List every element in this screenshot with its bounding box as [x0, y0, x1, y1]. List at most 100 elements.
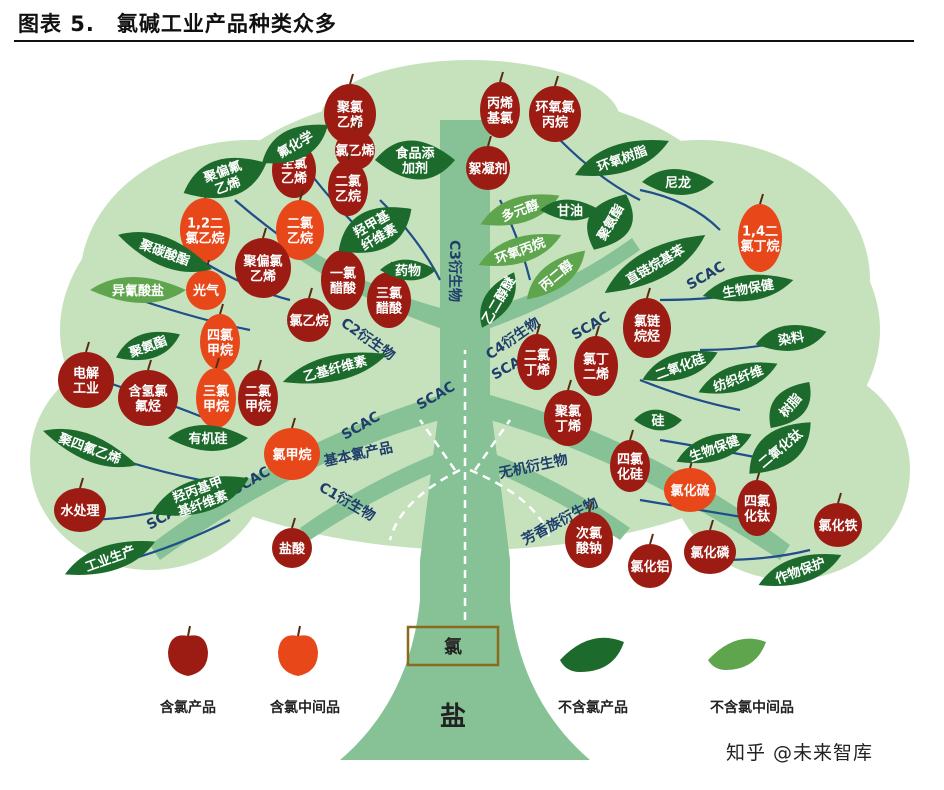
apple-stem [554, 75, 559, 87]
node-label: 氯丁二烯 [583, 352, 609, 383]
node-label: 氯乙烷 [289, 313, 328, 329]
node-label: 二氯乙烷 [335, 174, 361, 205]
apple-node: 氯链烷烃 [623, 287, 671, 358]
apple-stem [299, 189, 304, 201]
leaf-shape [375, 140, 455, 180]
leaf-shape [64, 541, 156, 575]
apple-node: 1,4二氯丁烷 [738, 193, 782, 272]
apple-node: 四氯化硅 [610, 429, 650, 492]
apple-shape [480, 82, 520, 138]
node-label: 尼龙 [665, 175, 691, 191]
apple-shape [264, 428, 320, 480]
leaf-shape [282, 352, 388, 384]
apple-stem [291, 517, 296, 529]
leaf-shape [676, 432, 752, 464]
apple-shape [529, 86, 581, 142]
node-label: 1,2二氯乙烷 [185, 217, 224, 247]
apple-node: 三氯甲烷 [196, 357, 236, 428]
apple-shape [544, 390, 592, 446]
node-label: 氯链烷烃 [634, 314, 661, 345]
leaf-node: 染料 [755, 325, 827, 351]
leaf-shape [168, 425, 248, 451]
apple-shape [272, 528, 312, 568]
apple-stem [291, 417, 296, 429]
leaf-node: 甘油 [540, 199, 600, 221]
leaf-shape [604, 235, 706, 293]
leaf-node: 工业生产 [64, 541, 156, 575]
apple-stem [79, 477, 84, 489]
apple-node: 二氯乙烷 [328, 149, 368, 216]
node-label: 食品添加剂 [395, 146, 435, 177]
apple-node: 光气 [186, 259, 226, 310]
apple-shape [684, 530, 736, 574]
legend: 含氯产品 含氯中间品 不含氯产品 不含氯中间品 [160, 625, 794, 716]
node-label: 羟甲基纤维素 [351, 207, 401, 254]
apple-stem [837, 492, 842, 504]
apple-node: 三氯醋酸 [367, 261, 411, 328]
apple-shape [186, 270, 226, 310]
node-label: 氯化铁 [818, 518, 857, 534]
apple-node: 二氯乙烷 [276, 189, 324, 260]
apple-node: 氯乙烷 [287, 287, 331, 342]
apple-node: 氯丁二烯 [574, 325, 618, 396]
apple-shape [367, 272, 411, 328]
node-label: 盐酸 [279, 541, 306, 557]
apple-node: 聚氯丁烯 [544, 379, 592, 446]
apple-node: 盐酸 [272, 517, 312, 568]
apple-stem [85, 341, 90, 353]
figure-title: 图表 5. 氯碱工业产品种类众多 [18, 12, 337, 36]
leaf-shape [758, 554, 842, 586]
apple-shape [276, 200, 324, 260]
leaf-shape [183, 157, 267, 199]
leaf-shape [151, 476, 249, 516]
legend-apple-bright-icon [278, 625, 318, 676]
apple-shape [321, 250, 365, 310]
apple-node: 二氯丁烯 [517, 323, 557, 390]
apple-stem [349, 73, 354, 85]
node-label: 水处理 [60, 503, 99, 519]
legend-apple-dark-icon [168, 625, 208, 676]
node-label: 异氰酸盐 [112, 283, 164, 299]
legend-leaf-light-icon [708, 638, 766, 670]
apple-shape [238, 370, 278, 426]
node-label: 环氧氯丙烷 [535, 100, 574, 131]
legend-label-chlorine-intermediate: 含氯中间品 [270, 699, 340, 716]
branch-label-c3: C3衍生物 [446, 240, 463, 302]
leaf-shape [698, 362, 778, 394]
apple-stem [487, 135, 492, 147]
apple-stem [215, 357, 220, 369]
leaf-shape [634, 409, 682, 431]
node-label: 丙烯基氯 [486, 96, 513, 127]
root-label-salt: 盐 [440, 702, 466, 732]
figure-title-bar: 图表 5. 氯碱工业产品种类众多 [14, 6, 914, 42]
leaf-node: 有机硅 [168, 425, 248, 451]
leaf-node: 生物保健 [702, 274, 794, 302]
apple-node: 氯化磷 [684, 519, 736, 574]
watermark: 知乎 @未来智库 [726, 742, 874, 764]
leaf-node: 异氰酸盐 [90, 277, 186, 303]
apple-shape [628, 544, 672, 588]
apple-shape [58, 352, 114, 408]
node-label: 氯化硫 [670, 483, 709, 499]
apple-node: 二氯甲烷 [238, 359, 278, 426]
apple-stem [262, 227, 267, 239]
apple-shape [54, 488, 106, 532]
leaf-shape [338, 207, 412, 253]
apple-stem [308, 287, 313, 299]
apple-shape [328, 160, 368, 216]
node-label: 硅 [651, 413, 664, 429]
node-label: 聚氯丁烯 [554, 404, 581, 435]
apple-stem [499, 71, 504, 83]
apple-stem [629, 429, 634, 441]
apple-stem [219, 303, 224, 315]
apple-node: 絮凝剂 [466, 135, 510, 190]
node-label: 氯甲烷 [272, 447, 311, 463]
flow-arrows [388, 350, 552, 620]
leaf-shape [43, 428, 137, 468]
leaf-shape [702, 274, 794, 302]
apple-shape [466, 146, 510, 190]
node-label: 电解工业 [73, 366, 99, 397]
apple-shape [118, 370, 178, 426]
node-label: 染料 [776, 329, 805, 349]
leaf-node: 环氧丙烷 [478, 234, 562, 267]
